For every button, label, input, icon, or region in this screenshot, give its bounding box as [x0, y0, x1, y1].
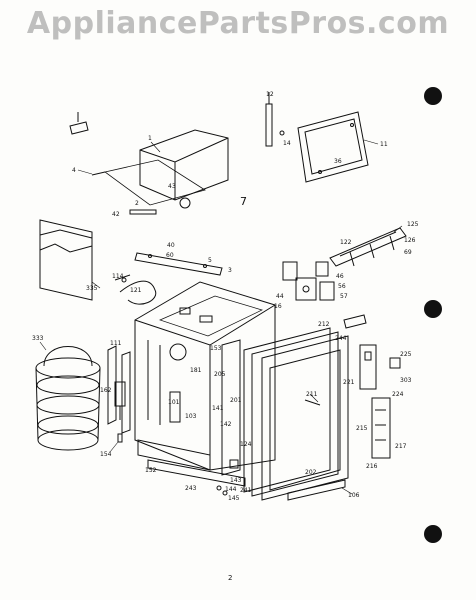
wire-harness-part	[114, 274, 157, 305]
tub-cabinet	[134, 281, 276, 471]
callout-143: 143	[230, 477, 242, 484]
callout-201: 201	[230, 397, 242, 404]
callout-2: 2	[135, 200, 139, 207]
callout-141: 141	[212, 405, 224, 412]
clip-part	[69, 112, 89, 135]
callout-111: 111	[110, 340, 122, 347]
callout-4: 4	[72, 167, 76, 174]
callout-103: 103	[185, 413, 197, 420]
callout-36: 36	[334, 158, 342, 165]
callout-211: 211	[306, 391, 318, 398]
watermark: AppliancePartsPros.com	[26, 6, 450, 41]
hinge-hardware-part	[282, 261, 335, 301]
callout-101: 101	[168, 399, 180, 406]
callout-335: 335	[86, 285, 98, 292]
callout-212: 212	[318, 321, 330, 328]
spray-arm-bracket-part	[329, 227, 407, 267]
callout-152: 152	[145, 467, 157, 474]
lower-basket-part	[35, 346, 101, 451]
binder-hole-middle	[424, 300, 442, 318]
callout-56: 56	[338, 283, 346, 290]
side-rail-part	[107, 345, 131, 434]
callout-14: 14	[283, 140, 291, 147]
mount-bracket-part	[114, 381, 126, 443]
callout-40: 40	[167, 242, 175, 249]
callout-243: 243	[185, 485, 197, 492]
callout-142: 142	[220, 421, 232, 428]
leader-lines	[39, 139, 403, 495]
callout-241: 241	[240, 487, 252, 494]
callout-162: 162	[100, 387, 112, 394]
callout-225: 225	[400, 351, 412, 358]
callout-5: 5	[208, 257, 212, 264]
callout-154: 154	[100, 451, 112, 458]
screw-hardware-part	[216, 459, 239, 496]
callout-43: 43	[168, 183, 176, 190]
callout-44: 44	[276, 293, 284, 300]
callout-3: 3	[228, 267, 232, 274]
callout-303: 303	[400, 377, 412, 384]
callout-121: 121	[130, 287, 142, 294]
binder-hole-top	[424, 87, 442, 105]
callout-126: 126	[404, 237, 416, 244]
callout-215: 215	[356, 425, 368, 432]
callout-114: 114	[112, 273, 124, 280]
hinge-rod-part	[265, 92, 285, 147]
callout-124: 124	[240, 441, 252, 448]
door-inner-panel	[304, 399, 321, 406]
callout-221: 221	[343, 379, 355, 386]
callout-69: 69	[404, 249, 412, 256]
callout-1: 1	[148, 135, 152, 142]
callout-224: 224	[392, 391, 404, 398]
kick-panel-part	[137, 439, 246, 487]
callout-205: 205	[214, 371, 226, 378]
door-frame-assembly	[221, 327, 349, 501]
door-latch-part	[343, 314, 401, 459]
callout-57: 57	[340, 293, 348, 300]
callout-153: 153	[210, 345, 222, 352]
callout-144: 144	[225, 486, 237, 493]
callout-46: 46	[336, 273, 344, 280]
page-number: 2	[228, 574, 233, 582]
control-console-part	[91, 129, 229, 215]
toe-plate-part	[287, 479, 346, 501]
callout-216: 216	[366, 463, 378, 470]
callout-60: 60	[166, 252, 174, 259]
callout-42: 42	[112, 211, 120, 218]
callout-145: 145	[228, 495, 240, 502]
callout-11: 11	[380, 141, 388, 148]
callout-labels: 1 2 3 4 5 7 11 12 14 16 36 40 42 43 44 4…	[32, 91, 419, 502]
top-rail-part	[134, 252, 223, 276]
callout-217: 217	[395, 443, 407, 450]
callout-202: 202	[305, 469, 317, 476]
callout-16: 16	[274, 303, 282, 310]
insulation-panel-part	[39, 219, 93, 301]
door-panel-part	[297, 111, 369, 183]
callout-181: 181	[190, 367, 202, 374]
callout-122: 122	[340, 239, 352, 246]
callout-333: 333	[32, 335, 44, 342]
binder-hole-bottom	[424, 525, 442, 543]
callout-106: 106	[348, 492, 360, 499]
callout-125: 125	[407, 221, 419, 228]
callout-244: 244	[335, 335, 347, 342]
callout-7: 7	[240, 195, 247, 208]
callout-12: 12	[266, 91, 274, 98]
